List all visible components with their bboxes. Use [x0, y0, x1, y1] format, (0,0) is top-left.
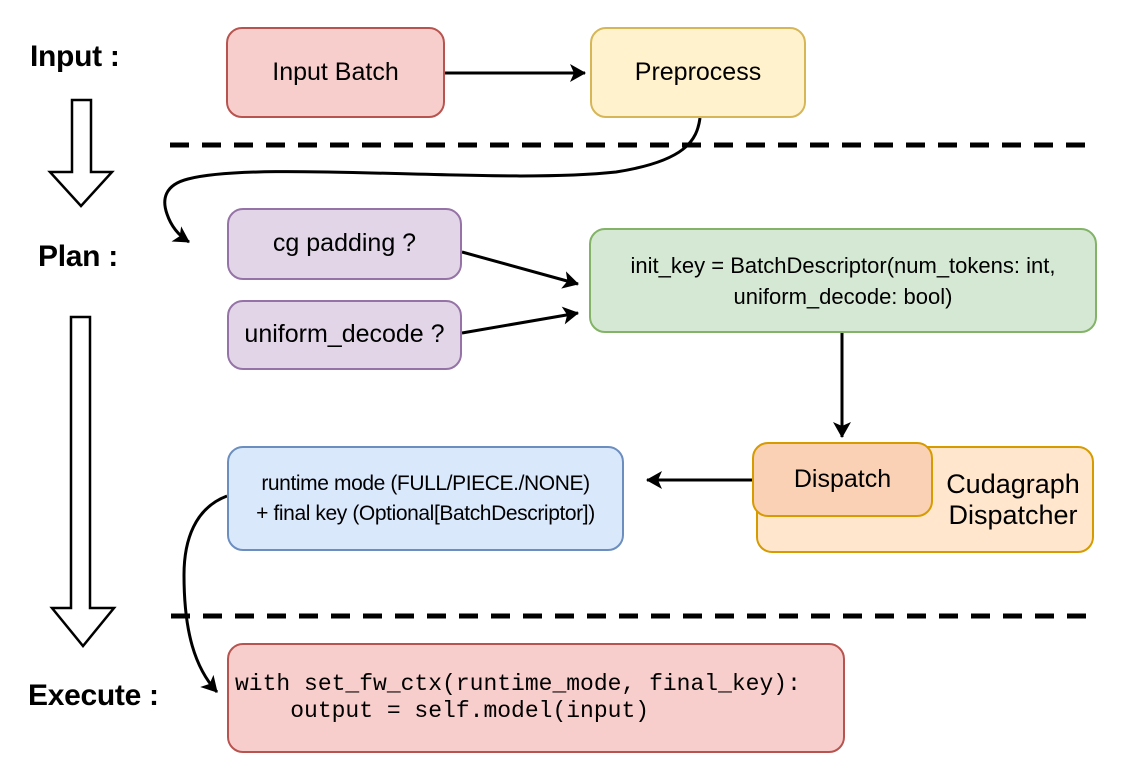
node-init-key-line2: uniform_decode: bool): [733, 283, 953, 309]
arrow-uniformdecode-to-initkey: [461, 306, 579, 335]
stage-label-plan: Plan :: [38, 240, 118, 273]
node-input-batch: Input Batch: [226, 27, 445, 118]
hollow-arrow-input-to-plan-icon: [47, 98, 115, 208]
node-dispatch: Dispatch: [752, 442, 933, 517]
stage-label-execute: Execute :: [28, 679, 159, 712]
node-cudagraph-dispatcher-line1: Cudagraph: [946, 468, 1080, 499]
node-execute-code: with set_fw_ctx(runtime_mode, final_key)…: [227, 643, 845, 753]
node-cg-padding: cg padding ?: [227, 208, 462, 280]
node-cg-padding-label: cg padding ?: [272, 229, 417, 258]
node-uniform-decode: uniform_decode ?: [227, 300, 462, 370]
node-dispatch-label: Dispatch: [793, 464, 892, 493]
execute-code-line1: with set_fw_ctx(runtime_mode, final_key)…: [235, 671, 801, 697]
hollow-arrow-plan-to-execute-icon: [49, 315, 117, 648]
node-runtime-mode: runtime mode (FULL/PIECE./NONE) + final …: [227, 446, 624, 551]
arrow-preprocess-to-cgpadding: [163, 117, 702, 244]
node-uniform-decode-label: uniform_decode ?: [244, 320, 445, 349]
arrow-cgpadding-to-initkey: [461, 250, 579, 289]
node-cudagraph-dispatcher-line2: Dispatcher: [948, 499, 1078, 530]
node-init-key-line1: init_key = BatchDescriptor(num_tokens: i…: [630, 252, 1056, 278]
execute-code-line2: output = self.model(input): [235, 698, 650, 724]
node-runtime-mode-line2: + final key (Optional[BatchDescriptor]): [256, 501, 595, 525]
node-runtime-mode-line1: runtime mode (FULL/PIECE./NONE): [261, 471, 590, 495]
node-preprocess-label: Preprocess: [634, 57, 762, 86]
stage-label-input: Input :: [30, 40, 120, 73]
node-input-batch-label: Input Batch: [272, 57, 399, 86]
arrow-runtimemode-to-executecode: [182, 494, 228, 694]
node-preprocess: Preprocess: [590, 27, 806, 118]
node-init-key: init_key = BatchDescriptor(num_tokens: i…: [589, 228, 1097, 333]
